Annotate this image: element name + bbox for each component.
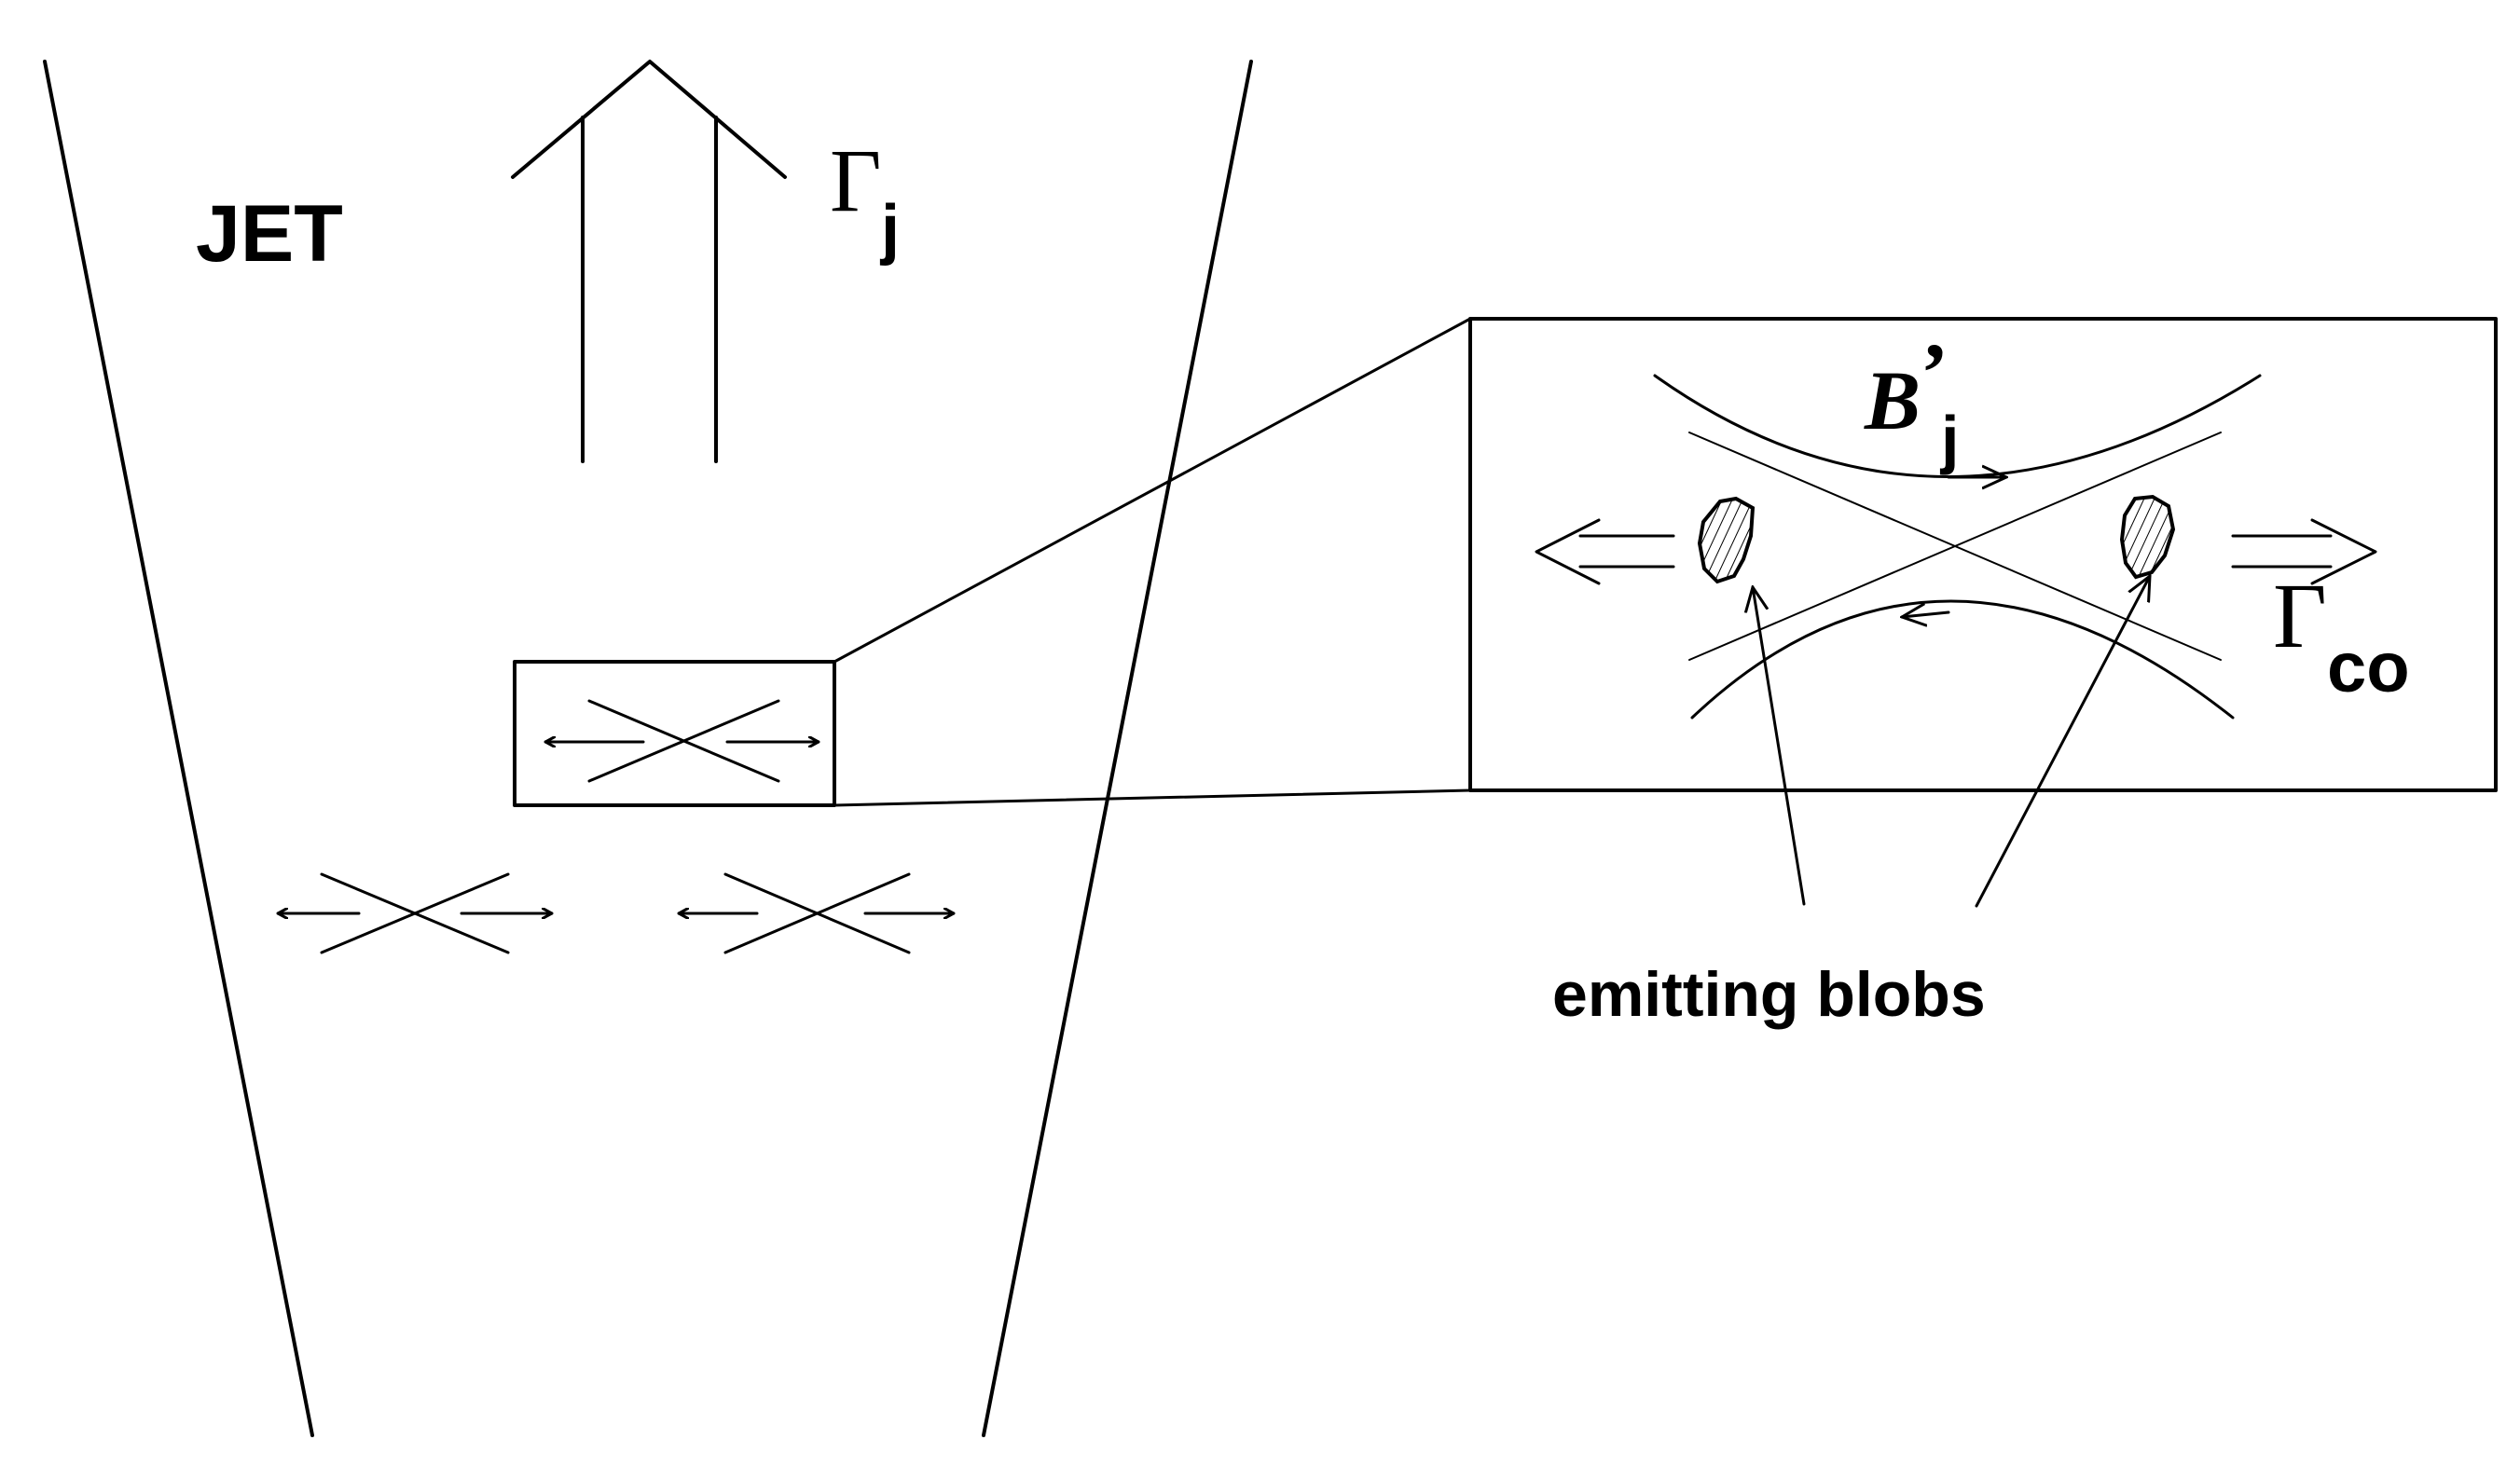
pointer-line-right bbox=[1975, 576, 2150, 908]
svg-text:’: ’ bbox=[1921, 327, 1949, 419]
jet-motion-arrow bbox=[511, 60, 787, 463]
jet-label: JET bbox=[196, 189, 343, 279]
zoom-panel bbox=[1468, 317, 2498, 792]
field-arrow-lower bbox=[1902, 612, 1950, 617]
svg-text:co: co bbox=[2327, 628, 2410, 707]
reconnection-x-right bbox=[677, 872, 956, 954]
gamma-jet-label: Γ j bbox=[830, 130, 900, 267]
svg-text:B: B bbox=[1864, 355, 1921, 447]
pointer-line-left bbox=[1753, 587, 1806, 906]
outflow-arrow-left bbox=[1535, 518, 1675, 585]
field-line-lower bbox=[1690, 599, 2235, 720]
svg-text:Γ: Γ bbox=[2273, 564, 2327, 667]
gamma-co-label: Γ co bbox=[2273, 564, 2410, 707]
field-label: B ’ j bbox=[1864, 327, 1959, 475]
jet-wall-right bbox=[982, 60, 1253, 1437]
svg-text:Γ: Γ bbox=[830, 130, 882, 230]
jet-wall-left bbox=[43, 60, 314, 1437]
outflow-arrow-right bbox=[2231, 518, 2377, 585]
svg-text:j: j bbox=[879, 192, 900, 267]
reconnection-region-box bbox=[513, 660, 836, 807]
reconnection-x-small-boxed bbox=[544, 699, 820, 783]
zoom-line-bottom bbox=[833, 788, 1472, 807]
reconnection-x-left bbox=[276, 872, 554, 954]
current-sheet-line-2 bbox=[1688, 432, 2222, 661]
svg-text:j: j bbox=[1939, 403, 1959, 475]
emitting-blob-left bbox=[1697, 496, 1756, 584]
zoom-line-top bbox=[833, 317, 1472, 664]
emitting-blobs-label: emitting blobs bbox=[1552, 959, 1986, 1030]
emitting-blob-right bbox=[2119, 494, 2176, 580]
